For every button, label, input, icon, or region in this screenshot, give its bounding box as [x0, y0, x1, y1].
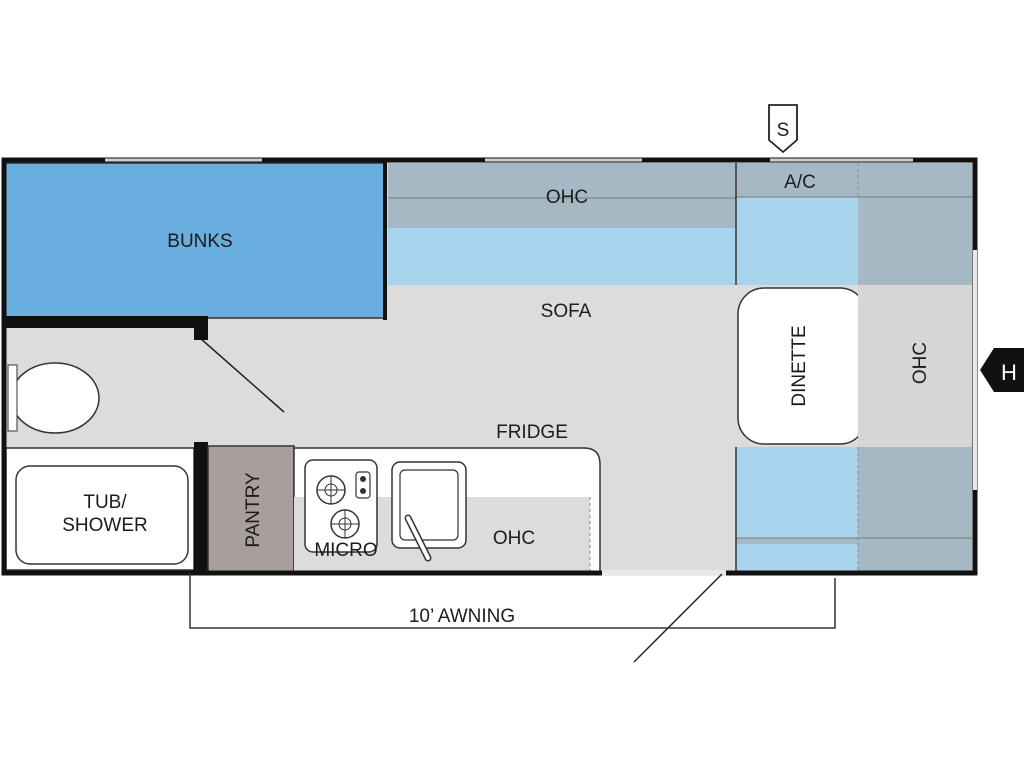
bathroom-wall: [4, 316, 208, 328]
dinette-seat-bottom: [736, 447, 858, 571]
toilet-tank: [7, 364, 18, 432]
seat-bottom-strip: [736, 538, 972, 544]
toilet-icon: [10, 362, 100, 434]
pantry-area: [207, 445, 295, 573]
ohc-top-cabinet: [388, 163, 736, 228]
hitch-marker-icon: [980, 348, 1024, 392]
stove-burner-icon: [304, 459, 378, 553]
ohc-right-label: OHC: [910, 342, 931, 384]
bath-partition: [194, 442, 208, 574]
dinette-label: DINETTE: [789, 325, 810, 406]
fridge-label: FRIDGE: [496, 422, 568, 443]
ohc-kitchen-label: OHC: [493, 528, 535, 549]
ohc-right-area: [858, 285, 972, 447]
front-cabinet-top: [858, 197, 972, 285]
bathroom-door-swing: [199, 337, 285, 413]
bunks-label: BUNKS: [167, 231, 232, 252]
ac-label: A/C: [784, 172, 816, 193]
entry-door-swing: [633, 573, 723, 663]
tub-basin: [15, 465, 189, 565]
awning-label: 10’ AWNING: [409, 606, 515, 627]
ohc-top-label: OHC: [546, 187, 588, 208]
tub-shower-label-line2: SHOWER: [62, 515, 148, 536]
sofa-label: SOFA: [541, 301, 592, 322]
micro-label: MICRO: [314, 540, 377, 561]
stabilizer-marker-icon: [768, 104, 798, 154]
hitch-label: H: [1001, 360, 1017, 385]
bunks-area: [4, 162, 386, 319]
stabilizer-label: S: [777, 120, 790, 141]
sink-faucet-icon: [391, 461, 467, 562]
tub-shower-label-line1: TUB/: [83, 492, 127, 513]
dinette-seat-top: [736, 197, 858, 285]
bunks-wall-corner: [194, 316, 208, 340]
awning-outline: [189, 573, 836, 629]
ac-cabinet: [736, 163, 972, 197]
pantry-label: PANTRY: [243, 472, 264, 548]
sofa-area: [388, 228, 736, 285]
front-cabinet-bottom: [858, 447, 972, 571]
